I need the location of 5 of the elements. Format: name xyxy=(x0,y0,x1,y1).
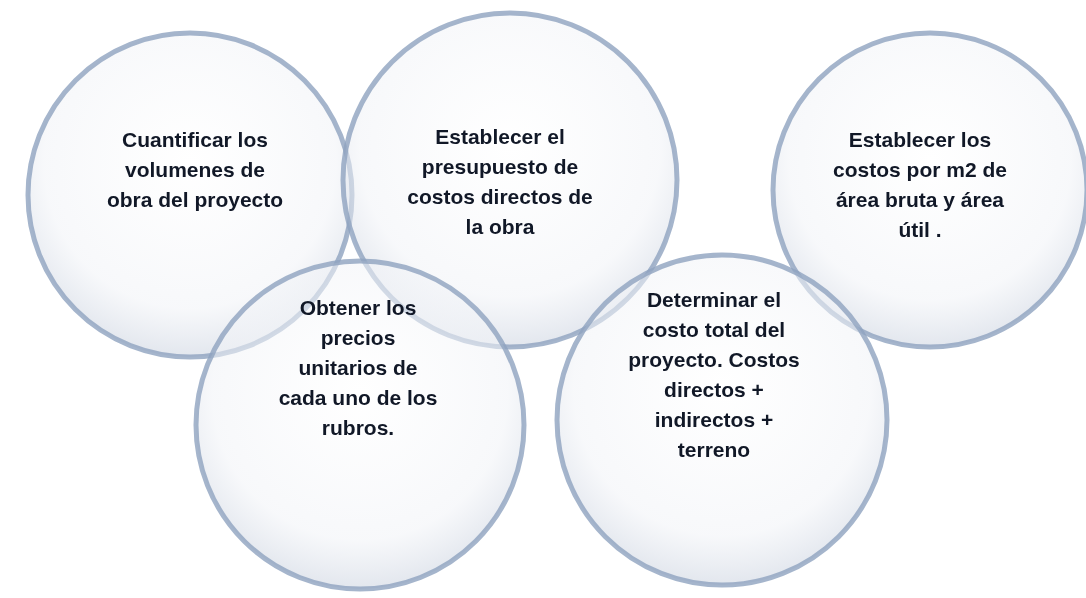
step-text: Establecer el presupuesto de costos directos de la obra xyxy=(406,124,594,240)
step-text: Cuantificar los volumenes de obra del proyecto xyxy=(105,127,285,213)
step-text: Obtener los precios unitarios de cada uno de los rubros. xyxy=(278,295,438,441)
step-text: Determinar el costo total del proyecto. Costos directos + indirectos + terreno xyxy=(627,287,801,463)
step-text: Establecer los costos por m2 de área bruta y área útil . xyxy=(832,127,1008,243)
